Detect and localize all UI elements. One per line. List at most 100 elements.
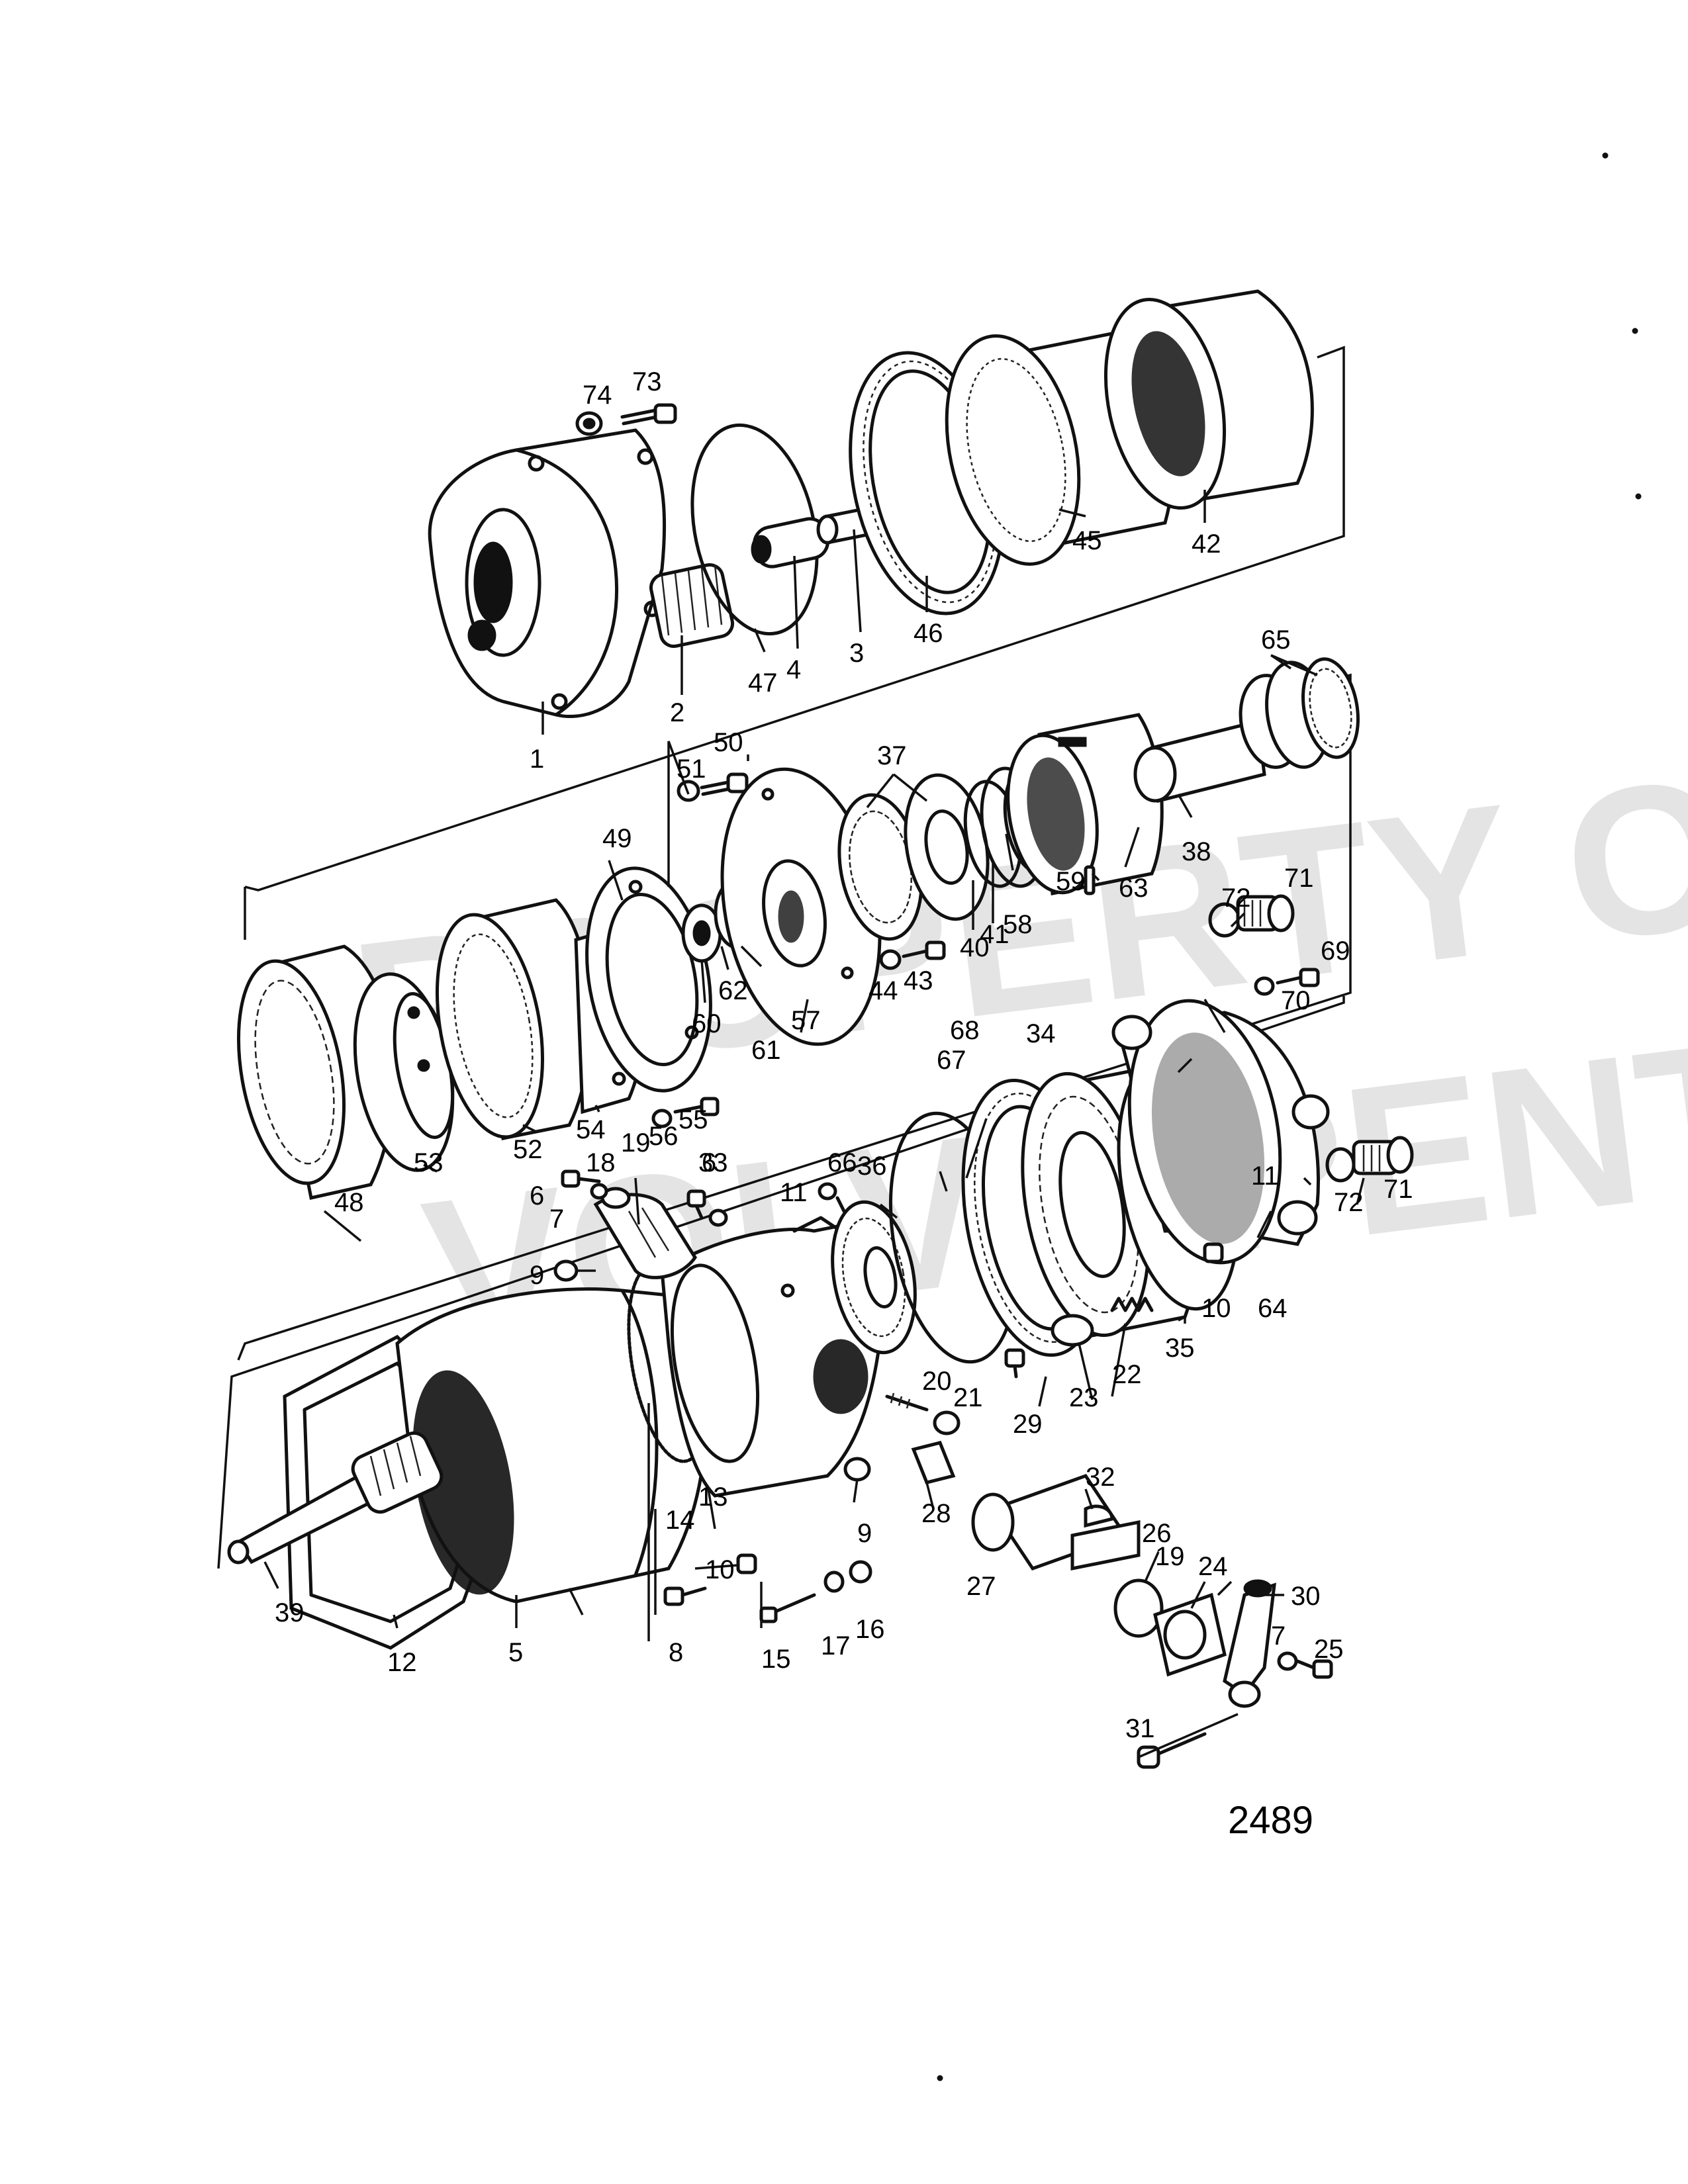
callout-71a: 71	[1284, 864, 1314, 893]
callout-59: 59	[1056, 867, 1086, 896]
callout-33: 33	[698, 1148, 728, 1177]
washer-74	[575, 411, 603, 436]
pin-66	[835, 1196, 846, 1213]
splined-drive-shaft	[227, 1431, 444, 1565]
bell-housing	[395, 1287, 708, 1604]
callout-45: 45	[1072, 526, 1102, 555]
callout-17: 17	[821, 1631, 851, 1661]
banjo-union-71-lower	[1352, 1136, 1414, 1175]
callout-10b: 10	[705, 1555, 735, 1584]
lower-gear-housing-group	[227, 894, 1414, 1769]
bearing-carrier-housing	[1111, 999, 1330, 1265]
callout-72b: 72	[1334, 1188, 1364, 1217]
callout-28: 28	[921, 1499, 951, 1528]
screw-6-right	[686, 1189, 706, 1220]
washer-33	[708, 1208, 728, 1227]
screw-43	[902, 940, 946, 960]
pinion-bearing	[1265, 657, 1360, 769]
callout-68: 68	[950, 1016, 980, 1045]
callout-46: 46	[914, 619, 943, 648]
callout-4: 4	[786, 655, 801, 684]
callout-60: 60	[692, 1009, 722, 1038]
drum-housing	[1103, 289, 1314, 510]
callout-58: 58	[1003, 910, 1033, 939]
callout-12: 12	[387, 1648, 417, 1677]
screw-29	[1004, 1348, 1025, 1379]
callout-1: 1	[530, 745, 544, 774]
callout-62: 62	[718, 976, 748, 1005]
housing-cover	[428, 428, 667, 719]
callout-64: 64	[1258, 1294, 1288, 1323]
screw-73	[620, 403, 677, 426]
callout-36: 36	[857, 1152, 887, 1181]
callout-7b: 7	[1271, 1621, 1286, 1651]
callout-40: 40	[960, 933, 990, 962]
nut-21	[933, 1410, 961, 1435]
callout-53: 53	[414, 1148, 444, 1177]
callout-56: 56	[649, 1122, 679, 1151]
banjo-union-71-upper	[1236, 894, 1295, 933]
callout-30: 30	[1291, 1582, 1321, 1611]
callout-16: 16	[855, 1615, 885, 1644]
washer-7-right	[1277, 1651, 1298, 1671]
callout-9b: 9	[857, 1519, 872, 1548]
washer-56	[651, 1109, 673, 1128]
stud-15	[759, 1593, 816, 1623]
callout-61: 61	[751, 1036, 781, 1065]
steering-flange	[1153, 1592, 1227, 1677]
screw-69	[1276, 968, 1320, 987]
callout-27: 27	[966, 1572, 996, 1601]
lower-assembly-frame	[217, 996, 1345, 1569]
callout-74: 74	[583, 381, 612, 410]
drain-plug-9-upper	[553, 1259, 579, 1282]
scan-marks	[937, 152, 1642, 2081]
dowel-pin	[1084, 865, 1096, 895]
callout-6b: 6	[702, 1148, 716, 1177]
screw-6-left	[561, 1169, 601, 1188]
callout-31: 31	[1125, 1714, 1155, 1743]
bushing	[751, 517, 829, 569]
callout-43: 43	[904, 966, 933, 995]
screw-55	[673, 1097, 720, 1116]
callout-70: 70	[1281, 986, 1311, 1015]
callout-25: 25	[1314, 1635, 1344, 1664]
upper-assembly-frame	[244, 345, 1345, 891]
callout-71b: 71	[1383, 1175, 1413, 1204]
drain-plug-9-lower	[843, 1457, 871, 1482]
washer-70	[1254, 976, 1275, 996]
plug-10-left	[736, 1553, 757, 1574]
pin-28	[911, 1441, 956, 1484]
callout-39: 39	[275, 1598, 305, 1627]
callout-32: 32	[1086, 1463, 1115, 1492]
callout-24: 24	[1198, 1552, 1228, 1581]
callout-69: 69	[1321, 936, 1350, 966]
callout-37: 37	[877, 741, 907, 770]
callout-42: 42	[1192, 529, 1221, 559]
callout-50: 50	[714, 728, 743, 757]
screw-8	[663, 1586, 707, 1606]
callout-26: 26	[1142, 1519, 1172, 1548]
callout-3: 3	[849, 639, 864, 668]
callout-29: 29	[1013, 1410, 1043, 1439]
callout-22: 22	[1112, 1360, 1142, 1389]
thrust-washer	[1113, 1578, 1164, 1638]
callout-57: 57	[791, 1006, 821, 1035]
screw-25	[1295, 1659, 1333, 1679]
callout-63: 63	[1119, 874, 1149, 903]
callout-44: 44	[868, 976, 898, 1005]
callout-47: 47	[748, 668, 778, 698]
callout-23: 23	[1069, 1383, 1099, 1412]
callout-66: 66	[827, 1148, 857, 1177]
retaining-clip	[1051, 1314, 1094, 1347]
callout-54: 54	[576, 1115, 606, 1144]
callout-73: 73	[632, 367, 662, 396]
washer-44	[879, 949, 902, 970]
bearing-cup	[435, 898, 592, 1140]
callout-5: 5	[508, 1638, 523, 1667]
screw-50	[700, 772, 749, 796]
callout-41: 41	[980, 920, 1009, 949]
callout-34: 34	[1026, 1019, 1056, 1048]
bearing-housing	[574, 866, 712, 1115]
callout-48: 48	[334, 1188, 364, 1217]
